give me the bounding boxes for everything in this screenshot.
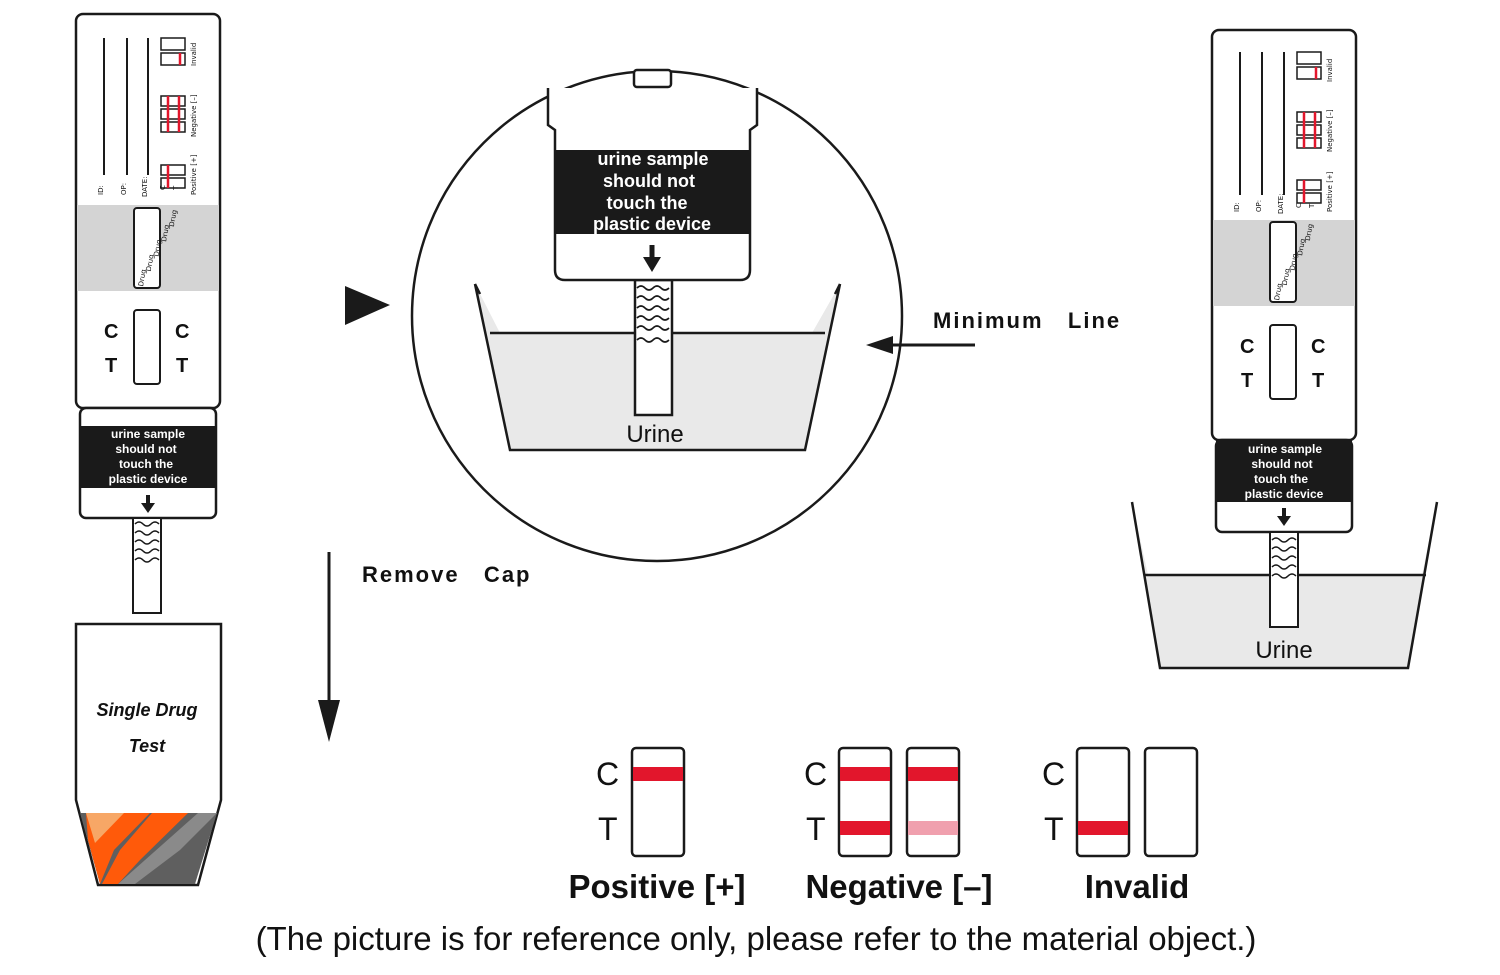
- right-window-t-right: T: [1312, 370, 1324, 392]
- right-window-c-right: C: [1311, 336, 1325, 358]
- cap-label-line-1: Single Drug: [96, 700, 197, 720]
- left-device-labels: C C T T urine sample should not touch th…: [97, 43, 198, 486]
- right-mini-negative: Negative [–]: [1326, 109, 1334, 152]
- right-mini-invalid: Invalid: [1326, 59, 1334, 82]
- device-cap: Single Drug Test: [74, 622, 223, 887]
- positive-result-window: [630, 746, 686, 858]
- left-mini-invalid: Invalid: [190, 43, 198, 66]
- invalid-c-letter: C: [1042, 756, 1065, 792]
- invalid-1-t-line: [1078, 821, 1128, 835]
- right-urine-label: Urine: [1255, 637, 1312, 664]
- left-field-date: DATE:: [141, 176, 149, 197]
- positive-c-letter: C: [596, 756, 619, 792]
- invalid-result-window-1: [1075, 746, 1131, 858]
- left-field-op: OP:: [120, 183, 128, 195]
- left-warning-line-4: plastic device: [109, 472, 188, 486]
- negative-result-window-2: [905, 746, 961, 858]
- negative-c-letter: C: [804, 756, 827, 792]
- zoom-warning-line-4: plastic device: [593, 214, 711, 234]
- invalid-label: Invalid: [1085, 868, 1190, 905]
- negative-2-c-line: [908, 767, 958, 781]
- results-legend: C T C T C T Positive [+] Negative [–] In…: [569, 746, 1199, 905]
- right-mini-t: T: [1308, 203, 1316, 209]
- left-window-c-right: C: [175, 321, 189, 343]
- right-warning-line-2: should not: [1251, 457, 1312, 471]
- left-drug-label-3: Drug: [152, 239, 163, 257]
- positive-label: Positive [+]: [569, 868, 746, 905]
- zoom-warning-line-2: should not: [603, 171, 695, 191]
- left-warning-line-3: touch the: [119, 457, 173, 471]
- negative-1-t-line: [840, 821, 890, 835]
- zoom-warning-line-3: touch the: [607, 193, 688, 213]
- zoom-pointer-triangle: [345, 286, 390, 325]
- left-field-id: ID:: [97, 185, 105, 195]
- right-window-t: T: [1241, 370, 1253, 392]
- negative-result-window-1: [837, 746, 893, 858]
- left-window-c: C: [104, 321, 118, 343]
- right-drug-label-1: Drug: [1273, 283, 1284, 301]
- left-drug-label-1: Drug: [137, 269, 148, 287]
- negative-label: Negative [–]: [805, 868, 992, 905]
- right-drug-label-3: Drug: [1288, 253, 1299, 271]
- negative-2-t-line-faint: [908, 821, 958, 835]
- right-window-c: C: [1240, 336, 1254, 358]
- left-warning-line-2: should not: [115, 442, 176, 456]
- right-mini-c: C: [1295, 203, 1303, 208]
- cap-label-line-2: Test: [129, 736, 166, 756]
- invalid-t-letter: T: [1044, 811, 1064, 847]
- reference-footnote: (The picture is for reference only, plea…: [256, 920, 1257, 957]
- zoom-warning-line-1: urine sample: [597, 149, 708, 169]
- left-window-t: T: [105, 355, 117, 377]
- minimum-line-arrow: [866, 336, 975, 354]
- right-field-date: DATE:: [1277, 193, 1285, 214]
- minimum-line-label: Minimum Line: [933, 308, 1121, 333]
- right-warning-line-1: urine sample: [1248, 442, 1322, 456]
- left-drug-label-4: Drug: [160, 224, 171, 242]
- left-mini-c: C: [159, 185, 167, 190]
- right-warning-line-3: touch the: [1254, 472, 1308, 486]
- right-field-id: ID:: [1233, 202, 1241, 212]
- remove-cap-arrow: [318, 552, 340, 742]
- zoom-circle: urine sample should not touch the plasti…: [410, 68, 904, 563]
- right-mini-positive: Positive [+]: [1326, 171, 1334, 212]
- left-window-t-right: T: [176, 355, 188, 377]
- positive-t-letter: T: [598, 811, 618, 847]
- right-drug-label-4: Drug: [1296, 238, 1307, 256]
- positive-c-line: [633, 767, 683, 781]
- left-test-device: [74, 12, 222, 614]
- right-test-device: C C T T urine sample should not touch th…: [1130, 28, 1439, 670]
- remove-cap-label: Remove Cap: [362, 562, 532, 587]
- zoom-urine-label: Urine: [626, 421, 683, 448]
- right-drug-label-5: Drug: [1304, 223, 1315, 241]
- right-drug-label-2: Drug: [1281, 268, 1292, 286]
- left-drug-label-5: Drug: [168, 209, 179, 227]
- left-mini-negative: Negative [–]: [190, 94, 198, 137]
- left-drug-label-2: Drug: [145, 254, 156, 272]
- left-mini-positive: Positive [+]: [190, 154, 198, 195]
- right-warning-line-4: plastic device: [1245, 487, 1324, 501]
- left-mini-t: T: [172, 185, 180, 191]
- right-field-op: OP:: [1255, 200, 1263, 212]
- negative-t-letter: T: [806, 811, 826, 847]
- invalid-result-window-2: [1143, 746, 1199, 858]
- negative-1-c-line: [840, 767, 890, 781]
- left-warning-line-1: urine sample: [111, 427, 185, 441]
